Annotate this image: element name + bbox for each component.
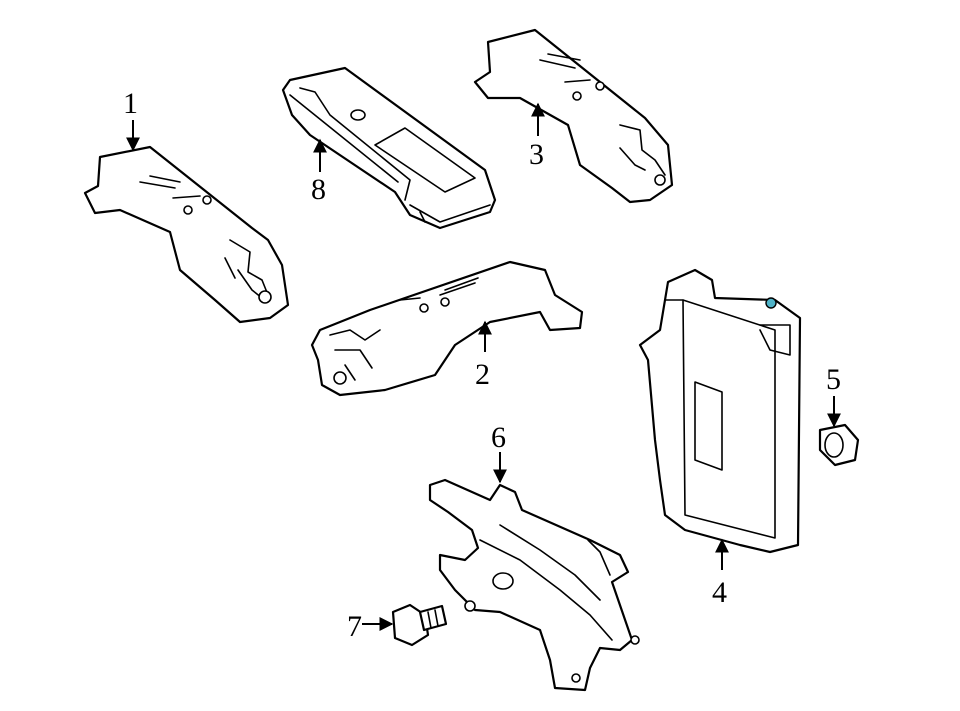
part-5-nut	[818, 423, 860, 467]
callout-labels: 1 2 3 4 5 6 7 8	[123, 87, 841, 643]
part-4-control-module	[638, 268, 802, 554]
part-6-bracket	[428, 478, 640, 692]
callout-3: 3	[529, 138, 544, 171]
part-2-bracket	[310, 260, 584, 397]
part-1-bracket	[83, 145, 290, 324]
part-8-module	[281, 66, 497, 230]
callout-4: 4	[712, 576, 727, 609]
callout-2: 2	[475, 358, 490, 391]
callout-leaders	[126, 102, 841, 631]
part-7-bolt	[391, 603, 448, 647]
accent-hole	[765, 297, 777, 309]
callout-5: 5	[826, 363, 841, 396]
part-3-bracket	[473, 28, 674, 204]
callout-6: 6	[491, 421, 506, 454]
callout-1: 1	[123, 87, 138, 120]
callout-8: 8	[311, 173, 326, 206]
callout-7: 7	[347, 610, 362, 643]
